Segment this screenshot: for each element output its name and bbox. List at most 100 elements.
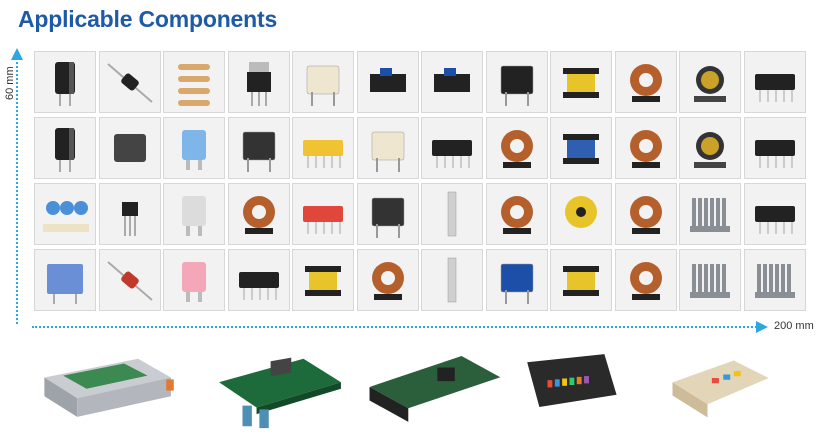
cartridge-fuse-icon [182,196,206,236]
component-common-mode-choke [614,51,677,113]
relay-cream-icon [371,131,404,172]
component-radial-inductor-tape [679,51,741,113]
relay-white-icon [306,65,340,106]
dip-relay-icon [242,131,275,172]
film-capacitor-blue-icon [47,264,83,304]
component-pin-header-yellow [292,117,354,179]
glass-diode-icon [106,261,153,301]
component-bus-bar [421,249,483,311]
component-relay-blue [485,249,548,311]
component-choke-copper [614,249,677,311]
component-cartridge-fuse [163,183,225,245]
relay-small-icon [371,197,404,238]
common-mode-choke-icon [629,64,662,102]
heatsink-black-icon [690,264,730,298]
component-glass-diode [98,249,161,311]
pin-header-yellow-icon [303,140,343,168]
component-transformer-yellow-2 [550,249,612,311]
power-inductor-icon [694,132,726,168]
horizontal-dimension-label: 200 mm [774,320,814,332]
component-terminal-block-red [292,183,354,245]
electrolytic-capacitor-black-icon [55,128,75,172]
toroid-large-icon [629,196,662,234]
component-header-connector [227,249,290,311]
horizontal-dimension-line [32,326,757,328]
radial-inductor-tape-icon [694,66,726,102]
electrolytic-capacitor-icon [55,62,75,106]
component-transformer-yellow [550,51,612,113]
component-tact-switch-blue [356,51,419,113]
component-resistor-tape [163,51,225,113]
toroid-copper-icon [629,130,662,168]
component-axial-diode [98,51,161,113]
pin-header-black-icon [432,140,472,168]
heatsink-row-icon [754,264,795,298]
board-pcb-dark [355,337,510,433]
component-relay-small [356,183,419,245]
component-film-capacitor-blue [34,249,96,311]
relay-black-icon [500,65,533,106]
component-connector-black [743,51,806,113]
transformer-yellow-icon [563,68,599,98]
component-toroid-choke [356,249,419,311]
component-grid [34,51,806,311]
component-choke-vertical [227,183,290,245]
component-toroid-mounted [485,183,548,245]
component-press-fit-pin [421,183,483,245]
transformer-blue-icon [563,134,599,164]
component-transistor [98,183,161,245]
component-buzzer-yellow [550,183,612,245]
relay-blue-icon [500,263,533,304]
arrow-right-icon [756,321,768,333]
toroid-mounted-icon [500,196,533,234]
blade-fuse-blue-icon [182,130,206,170]
toroid-choke-icon [371,262,404,300]
choke-vertical-icon [242,196,275,234]
component-heatsink-row [743,249,806,311]
fuse-box-black-icon [527,354,617,407]
component-dip-relay [227,117,290,179]
terminal-block-red-icon [303,206,343,234]
maxi-fuse-pink-icon [182,262,206,302]
component-smd-connector [743,117,806,179]
transistor-icon [121,202,138,236]
pcb-dark-icon [369,355,501,422]
component-maxi-fuse-pink [163,249,225,311]
board-junction-box-beige [655,337,795,433]
component-varistor-tape [34,183,96,245]
connector-black-icon [754,74,795,102]
component-power-inductor [679,117,741,179]
varistor-tape-icon [43,201,89,232]
component-transformer-small [292,249,354,311]
component-heatsink [679,183,741,245]
transformer-yellow-2-icon [563,266,599,296]
press-fit-pin-icon [447,191,457,237]
component-transformer-blue [550,117,612,179]
component-electrolytic-capacitor-black [34,117,96,179]
buzzer-yellow-icon [565,196,597,228]
board-fuse-box-black [515,337,645,433]
to220-regulator-icon [246,62,271,106]
bridge-rectifier-icon [113,134,146,162]
component-electrolytic-capacitor [34,51,96,113]
vertical-dimension-line [16,62,18,324]
component-toroid-large [614,183,677,245]
smd-connector-icon [754,140,795,168]
header-connector-icon [238,272,279,300]
tact-switch-blue-icon [369,68,406,92]
component-blade-fuse-blue [163,117,225,179]
arrow-up-icon [11,48,23,60]
component-bridge-rectifier [98,117,161,179]
page-title: Applicable Components [18,6,278,32]
bus-bar-icon [447,257,457,303]
junction-box-beige-icon [672,360,769,418]
component-toroid-inductor [485,117,548,179]
pcb-green-icon [219,357,341,429]
component-d-sub-connector [743,183,806,245]
component-relay-black [485,51,548,113]
component-to220-regulator [227,51,290,113]
component-heatsink-black [679,249,741,311]
component-pin-header-black [421,117,483,179]
choke-copper-icon [629,262,662,300]
board-showcase [25,337,815,433]
